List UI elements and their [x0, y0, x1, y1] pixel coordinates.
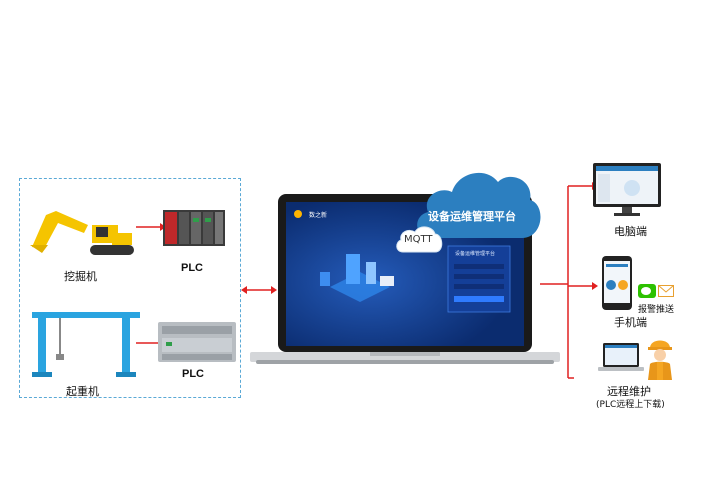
screen-login-title: 设备运维管理平台: [455, 251, 496, 257]
remote-laptop-icon: [598, 342, 644, 376]
screen-brand: 数之新: [309, 212, 328, 219]
desktop-monitor-icon: [592, 162, 662, 218]
alarm-label: 报警推送: [638, 305, 675, 315]
plc-compact-icon: [158, 320, 236, 364]
wechat-icon: [638, 284, 656, 298]
right-connector-lines: [540, 180, 600, 380]
cloud-title: 设备运维管理平台: [428, 210, 516, 223]
smartphone-icon: [601, 255, 633, 311]
mqtt-cloud-icon: [393, 222, 445, 256]
crane-label: 起重机: [66, 385, 99, 398]
engineer-icon: [644, 336, 676, 380]
plc-top-label: PLC: [181, 262, 203, 274]
device-group-box: [19, 178, 241, 398]
mqtt-label: MQTT: [404, 234, 433, 245]
remote-label: 远程维护: [607, 385, 651, 398]
bidirectional-arrow: [241, 284, 277, 296]
mail-icon: [658, 285, 674, 297]
excavator-label: 挖掘机: [64, 270, 97, 283]
plc-rack-icon: [163, 208, 225, 248]
excavator-icon: [28, 205, 138, 260]
cloud-icon: [410, 160, 545, 250]
arrow-excavator-plc: [136, 222, 166, 232]
remote-sub-label: (PLC远程上下载): [596, 400, 665, 410]
mobile-label: 手机端: [614, 316, 647, 329]
gantry-crane-icon: [30, 310, 142, 380]
plc-bottom-label: PLC: [182, 368, 204, 380]
pc-label: 电脑端: [614, 225, 647, 238]
